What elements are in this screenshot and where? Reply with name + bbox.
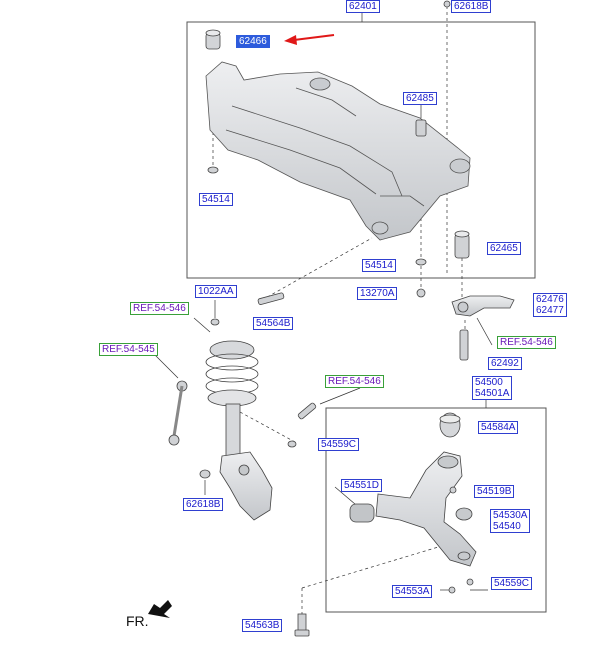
- part-label-62618B-top[interactable]: 62618B: [451, 0, 492, 13]
- ref-link-54-546-a[interactable]: REF.54-546: [130, 302, 189, 315]
- part-label-54551D[interactable]: 54551D: [341, 479, 383, 492]
- part-label-54564B[interactable]: 54564B: [253, 317, 294, 330]
- part-label-13270A[interactable]: 13270A: [357, 287, 398, 300]
- fastener-parts: [207, 0, 470, 305]
- part-label-54514-a[interactable]: 54514: [199, 193, 233, 206]
- part-label-62465[interactable]: 62465: [487, 242, 521, 255]
- part-label-54553A[interactable]: 54553A: [392, 585, 433, 598]
- part-label-54559C-b[interactable]: 54559C: [491, 577, 533, 590]
- part-label-62401[interactable]: 62401: [346, 0, 380, 13]
- front-direction-arrow-icon: [148, 600, 172, 618]
- part-label-54530A-54540[interactable]: 54530A 54540: [490, 509, 531, 533]
- part-label-54559C-a[interactable]: 54559C: [318, 438, 360, 451]
- part-label-62618B-bottom[interactable]: 62618B: [183, 498, 224, 511]
- part-label-62476-62477[interactable]: 62476 62477: [533, 293, 567, 317]
- stabilizer-link: [168, 380, 317, 479]
- lower-arm-group-box: [325, 407, 547, 613]
- part-label-62492[interactable]: 62492: [488, 357, 522, 370]
- front-direction-label: FR.: [126, 613, 149, 629]
- part-label-54519B[interactable]: 54519B: [474, 485, 515, 498]
- bolt-54563B: [294, 613, 310, 637]
- subframe-group-box: [186, 21, 536, 279]
- lower-control-arm: [349, 412, 477, 594]
- ref-link-54-546-b[interactable]: REF.54-546: [325, 375, 384, 388]
- upper-link-62476: [451, 295, 515, 361]
- ref-link-54-545[interactable]: REF.54-545: [99, 343, 158, 356]
- part-label-54514-b[interactable]: 54514: [362, 259, 396, 272]
- bushing-62466: [205, 29, 221, 50]
- strut-assembly: [205, 318, 273, 521]
- red-arrow-icon: [284, 34, 335, 45]
- part-label-62466[interactable]: 62466: [236, 35, 270, 48]
- part-label-54500-54501A[interactable]: 54500 54501A: [472, 376, 513, 400]
- part-label-54584A[interactable]: 54584A: [478, 421, 519, 434]
- part-label-62485[interactable]: 62485: [403, 92, 437, 105]
- part-label-1022AA[interactable]: 1022AA: [195, 285, 237, 298]
- ref-link-54-546-c[interactable]: REF.54-546: [497, 336, 556, 349]
- subframe-crossmember: [205, 61, 471, 241]
- part-label-54563B[interactable]: 54563B: [242, 619, 283, 632]
